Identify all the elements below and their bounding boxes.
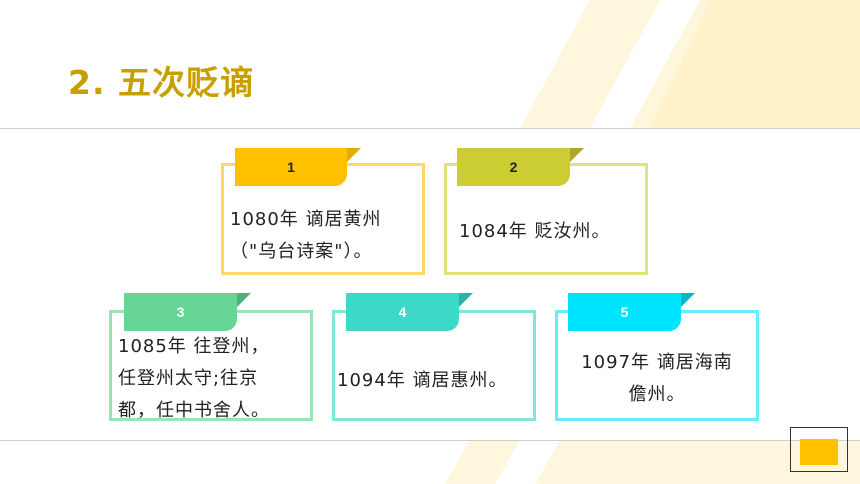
corner-decoration-fill — [800, 439, 838, 465]
corner-decoration-outline — [790, 427, 848, 472]
exile-card-4-fold — [459, 293, 473, 307]
page-title: 2. 五次贬谪 — [68, 63, 254, 102]
exile-card-2-number: 2 — [509, 159, 518, 175]
exile-card-1-text: 1080年 谪居黄州 （"乌台诗案"）。 — [230, 209, 382, 262]
exile-card-2-text: 1084年 贬汝州。 — [459, 221, 611, 242]
exile-card-4-tab: 4 — [346, 293, 459, 331]
exile-card-5-number: 5 — [620, 304, 629, 320]
exile-card-4-number: 4 — [398, 304, 407, 320]
exile-card-2-tab: 2 — [457, 148, 570, 186]
exile-card-3-text: 1085年 往登州， 任登州太守;往京 都，任中书舍人。 — [118, 336, 270, 421]
exile-card-1-number: 1 — [287, 159, 295, 175]
exile-card-5-text: 1097年 谪居海南 儋州。 — [581, 352, 733, 405]
exile-card-5-tab: 5 — [568, 293, 681, 331]
exile-card-4: 1094年 谪居惠州。 — [332, 310, 536, 421]
exile-card-1-fold — [347, 148, 361, 162]
exile-card-4-text: 1094年 谪居惠州。 — [337, 370, 508, 391]
bottom-divider — [0, 440, 860, 441]
exile-card-2-fold — [570, 148, 584, 162]
top-divider — [0, 128, 860, 129]
exile-card-5-fold — [681, 293, 695, 307]
exile-card-3-tab: 3 — [124, 293, 237, 331]
exile-card-3-fold — [237, 293, 251, 307]
exile-card-3-number: 3 — [176, 304, 185, 320]
exile-card-1-tab: 1 — [235, 148, 347, 186]
